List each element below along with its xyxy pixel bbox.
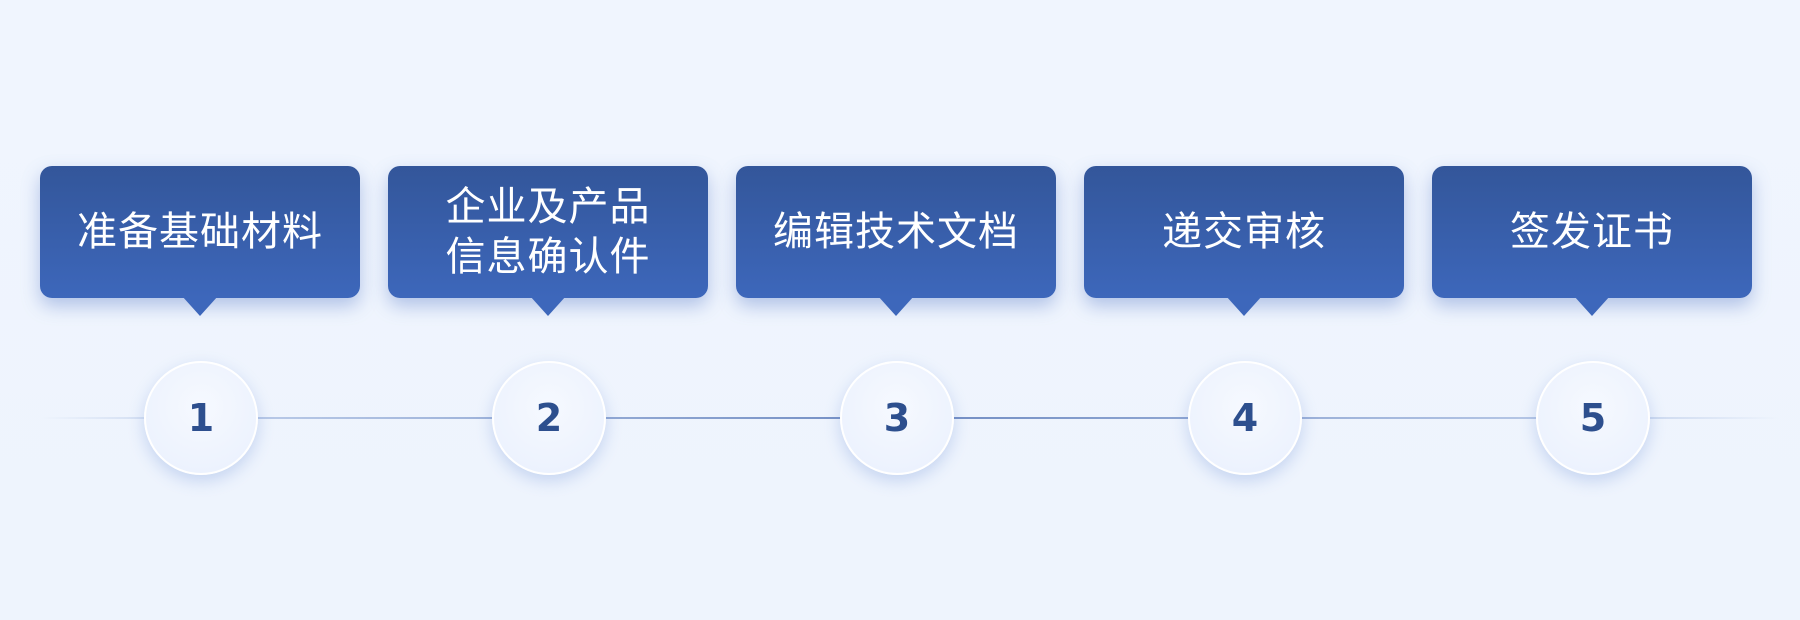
step-title: 企业及产品 信息确认件 xyxy=(445,184,651,280)
step-number: 1 xyxy=(187,396,215,440)
step-number: 5 xyxy=(1579,396,1607,440)
step-card: 递交审核 xyxy=(1084,166,1404,316)
step-card: 编辑技术文档 xyxy=(736,166,1056,316)
step-title: 递交审核 xyxy=(1162,209,1326,255)
card-pointer xyxy=(1226,296,1262,316)
step-title: 准备基础材料 xyxy=(77,209,323,255)
step-number: 3 xyxy=(883,396,911,440)
step-5: 签发证书 5 xyxy=(1432,0,1752,620)
step-4: 递交审核 4 xyxy=(1084,0,1404,620)
step-number-node: 1 xyxy=(144,361,258,475)
step-number: 4 xyxy=(1231,396,1259,440)
step-number: 2 xyxy=(535,396,563,440)
card-pointer xyxy=(878,296,914,316)
step-1: 准备基础材料 1 xyxy=(40,0,360,620)
step-title: 编辑技术文档 xyxy=(773,209,1019,255)
step-number-node: 3 xyxy=(840,361,954,475)
step-2: 企业及产品 信息确认件 2 xyxy=(388,0,708,620)
card-pointer xyxy=(182,296,218,316)
step-number-node: 2 xyxy=(492,361,606,475)
step-card: 准备基础材料 xyxy=(40,166,360,316)
step-3: 编辑技术文档 3 xyxy=(736,0,1056,620)
card-pointer xyxy=(1574,296,1610,316)
step-title: 签发证书 xyxy=(1510,209,1674,255)
step-card: 签发证书 xyxy=(1432,166,1752,316)
step-number-node: 4 xyxy=(1188,361,1302,475)
step-card: 企业及产品 信息确认件 xyxy=(388,166,708,316)
card-pointer xyxy=(530,296,566,316)
step-number-node: 5 xyxy=(1536,361,1650,475)
